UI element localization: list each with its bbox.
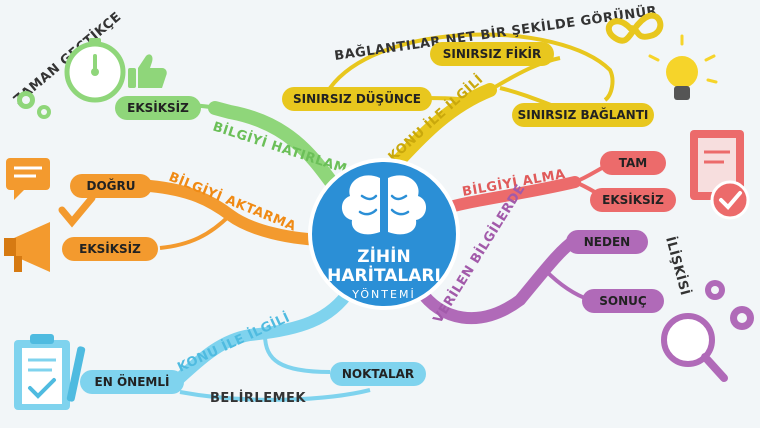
- brain-icon: [341, 175, 427, 235]
- checkmark-icon: [58, 194, 96, 228]
- konu-bottom-node-1-text: EN ÖNEMLİ: [95, 374, 170, 389]
- verilen-node-1-text: NEDEN: [584, 235, 630, 249]
- konu-top-node-2-text: SINIRSIZ DÜŞÜNCE: [293, 91, 421, 106]
- aktarma-node-1-text: DOĞRU: [87, 178, 136, 193]
- verilen-branch-line: [414, 234, 581, 325]
- speech-bubble-icon: [6, 158, 50, 200]
- alma-node-2-text: EKSİKSİZ: [602, 192, 664, 207]
- iliskisi-caption: İLİŞKİSİ: [662, 235, 693, 298]
- center-circle: [308, 158, 460, 310]
- book-check-icon: [690, 130, 750, 220]
- hatirlama-node-text: EKSİKSİZ: [127, 100, 189, 115]
- konu-bottom-branch-line: [174, 284, 356, 384]
- alma-node-1-pill: [600, 151, 666, 175]
- konu-bottom-node-2-text: NOKTALAR: [342, 367, 414, 381]
- belirlemek-caption: BELİRLEMEK: [210, 390, 306, 406]
- aktarma-node-2-text: EKSİKSİZ: [79, 241, 141, 256]
- konu-top-node-3-text: SINIRSIZ BAĞLANTI: [518, 107, 649, 122]
- konu-bottom-sub-line-1: [263, 334, 331, 374]
- konu-top-node-3-pill: [512, 103, 654, 127]
- konu-top-node-1-pill: [430, 42, 554, 66]
- megaphone-icon: [4, 222, 50, 272]
- magnifier-gears-icon: [661, 280, 754, 382]
- konu-bottom-sub-line-2: [179, 388, 371, 402]
- center-subtitle: YÖNTEMİ: [351, 288, 415, 301]
- konu-bottom-label: KONU İLE İLGİLİ: [175, 309, 293, 375]
- infinity-icon: [605, 12, 664, 44]
- verilen-node-1-pill: [566, 230, 648, 254]
- konu-top-label: KONU İLE İLGİLİ: [385, 71, 487, 165]
- aktarma-label: BİLGİYİ AKTARMA: [167, 169, 299, 235]
- thumbs-up-icon: [128, 54, 167, 88]
- verilen-sub-line: [543, 268, 591, 302]
- clipboard-check-icon: [14, 334, 86, 410]
- aktarma-sub-line: [159, 213, 232, 250]
- konu-bottom-node-1-pill: [80, 370, 184, 394]
- center-title-line2: HARİTALARI: [327, 264, 441, 286]
- aktarma-node-2-pill: [62, 237, 158, 261]
- lightbulb-icon: [648, 34, 718, 100]
- aktarma-node-1-pill: [70, 174, 152, 198]
- konu-bottom-node-2-pill: [330, 362, 426, 386]
- verilen-node-2-pill: [582, 289, 664, 313]
- center-title-line1: ZİHİN: [357, 245, 410, 267]
- hatirlama-node-pill: [115, 96, 201, 120]
- konu-top-arc-line: [328, 32, 615, 102]
- verilen-node-2-text: SONUÇ: [599, 294, 647, 308]
- gears-icon: [17, 91, 51, 119]
- alma-node-1-text: TAM: [619, 156, 647, 170]
- alma-node-2-pill: [590, 188, 676, 212]
- aktarma-branch-line: [144, 180, 336, 246]
- stopwatch-icon: [64, 38, 126, 103]
- konu-top-node-1-text: SINIRSIZ FİKİR: [443, 46, 542, 61]
- konu-top-sub-line-1: [488, 56, 561, 92]
- konu-top-node-2-pill: [282, 87, 432, 111]
